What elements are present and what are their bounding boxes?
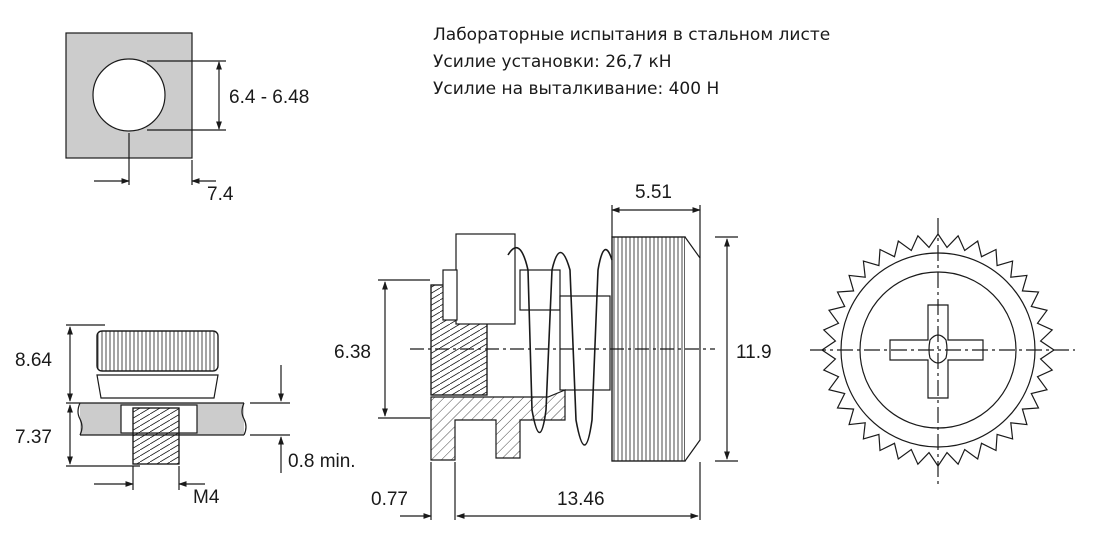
hole-diameter-label: 6.4 - 6.48 xyxy=(229,87,309,108)
installed-side-view: 8.64 7.37 0.8 min. M4 xyxy=(15,324,356,508)
note-install-force: Усилие установки: 26,7 кН xyxy=(433,52,672,72)
head-height-label: 8.64 xyxy=(15,350,52,371)
note-lab-tests: Лабораторные испытания в стальном листе xyxy=(433,25,831,45)
shank-diameter-label: 6.38 xyxy=(334,342,371,363)
knob-diameter-label: 11.9 xyxy=(736,342,772,363)
test-notes: Лабораторные испытания в стальном листе … xyxy=(433,22,830,103)
section-view: 5.51 6.38 11.9 0.77 13.46 xyxy=(334,182,772,520)
end-view xyxy=(810,218,1075,484)
flange-offset-label: 0.77 xyxy=(371,489,408,510)
knurled-knob xyxy=(96,330,219,372)
thread-size-label: M4 xyxy=(193,487,220,508)
mounting-hole xyxy=(92,58,166,132)
threaded-stud xyxy=(132,407,180,465)
edge-distance-label: 7.4 xyxy=(207,184,234,205)
knob-length-label: 5.51 xyxy=(635,182,672,203)
note-pushout-force: Усилие на выталкивание: 400 Н xyxy=(433,79,720,99)
phillips-recess-icon xyxy=(889,304,984,399)
sheet-thickness-label: 0.8 min. xyxy=(288,451,356,472)
hatched-flange xyxy=(430,389,566,461)
total-length-label: 13.46 xyxy=(557,489,605,510)
hole-detail: 6.4 - 6.48 7.4 xyxy=(65,32,309,205)
installed-height-label: 7.37 xyxy=(15,427,52,448)
